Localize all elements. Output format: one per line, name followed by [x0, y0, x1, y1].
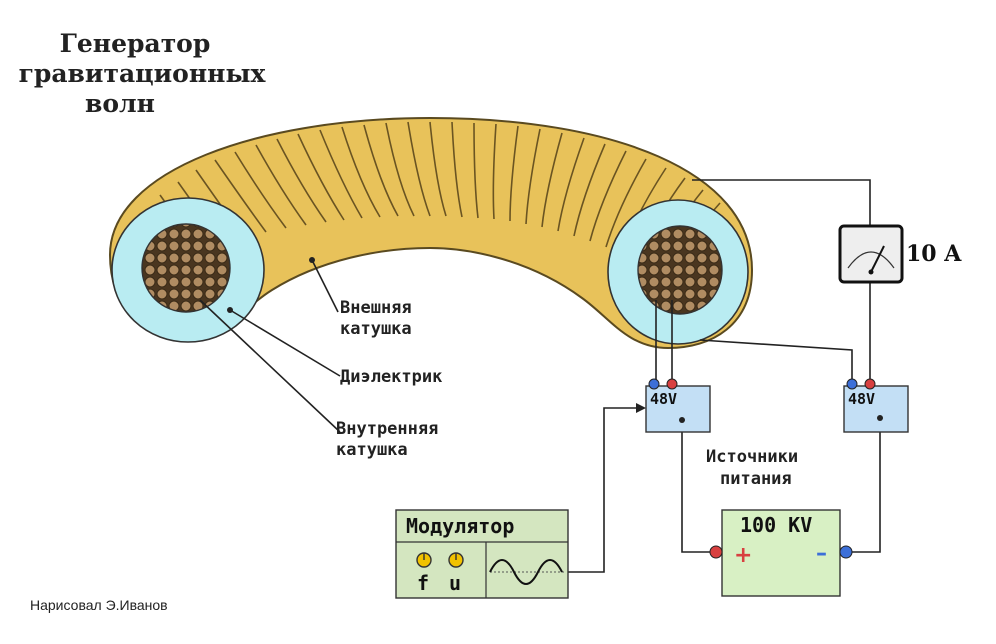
- ammeter-scale: [847, 251, 895, 269]
- hv-minus-terminal: [839, 545, 853, 559]
- battery-left-plus-terminal: [666, 378, 678, 390]
- label-inner-coil-1: Внутренняя: [336, 419, 438, 439]
- title-line-1: Генератор: [60, 29, 211, 58]
- wire-outer-to-battery-right: [699, 339, 853, 382]
- right-inner-core: [637, 225, 723, 315]
- wire-outer-to-ammeter: [692, 179, 871, 226]
- knob-f-label: f: [417, 571, 429, 595]
- label-outer-coil-2: катушка: [340, 319, 412, 339]
- wire-modulator-to-battery: [568, 407, 642, 573]
- battery-left-label: 48V: [650, 390, 677, 408]
- ammeter-needle-icon: [870, 245, 885, 273]
- battery-left-body: [645, 385, 711, 433]
- battery-right-body: [843, 385, 909, 433]
- battery-left-minus-terminal: [648, 378, 660, 390]
- diagram-title: Генератор гравитационных волн: [19, 29, 267, 118]
- ammeter-reading: 10 A: [906, 241, 962, 267]
- label-outer-coil-1: Внешняя: [340, 298, 412, 318]
- circuit-wires: [568, 179, 881, 573]
- leader-dot-dielectric: [227, 307, 233, 313]
- leader-outer-coil: [311, 259, 339, 313]
- battery-right-label: 48V: [848, 390, 875, 408]
- hv-source-body: [721, 509, 841, 597]
- sine-wave-icon: [489, 559, 563, 585]
- leader-lines: [199, 259, 341, 433]
- leader-dielectric: [229, 309, 341, 377]
- label-power-sources-1: Источники: [706, 447, 798, 467]
- label-inner-coil-2: катушка: [336, 440, 408, 460]
- ammeter-body: [838, 224, 904, 284]
- title-line-2: гравитационных: [19, 59, 267, 88]
- battery-right: 48V: [843, 378, 909, 433]
- leader-inner-coil: [199, 299, 341, 433]
- hv-plus-sign: +: [734, 543, 752, 568]
- modulator-arrow-icon: [636, 403, 646, 413]
- torus-coil: [108, 116, 754, 350]
- hv-source-label: 100 KV: [740, 513, 812, 537]
- title-line-3: волн: [85, 89, 155, 118]
- battery-right-plus-terminal: [864, 378, 876, 390]
- battery-right-minus-terminal: [846, 378, 858, 390]
- ammeter: 10 A: [838, 224, 962, 284]
- modulator: Модулятор f u: [395, 509, 569, 599]
- knob-u-label: u: [449, 571, 461, 595]
- hv-source: 100 KV + –: [709, 509, 853, 597]
- hv-minus-sign: –: [816, 541, 827, 566]
- left-inner-core: [141, 223, 231, 313]
- label-power-sources-2: питания: [720, 469, 792, 489]
- wire-battery-left-to-hv-plus: [681, 420, 716, 553]
- battery-left: 48V: [645, 378, 711, 433]
- leader-dot-outer: [309, 257, 315, 263]
- author-credit: Нарисовал Э.Иванов: [30, 597, 168, 613]
- hv-plus-terminal: [709, 545, 723, 559]
- modulator-label: Модулятор: [406, 514, 514, 538]
- label-dielectric: Диэлектрик: [340, 367, 442, 387]
- wire-battery-right-to-hv-minus: [846, 418, 881, 553]
